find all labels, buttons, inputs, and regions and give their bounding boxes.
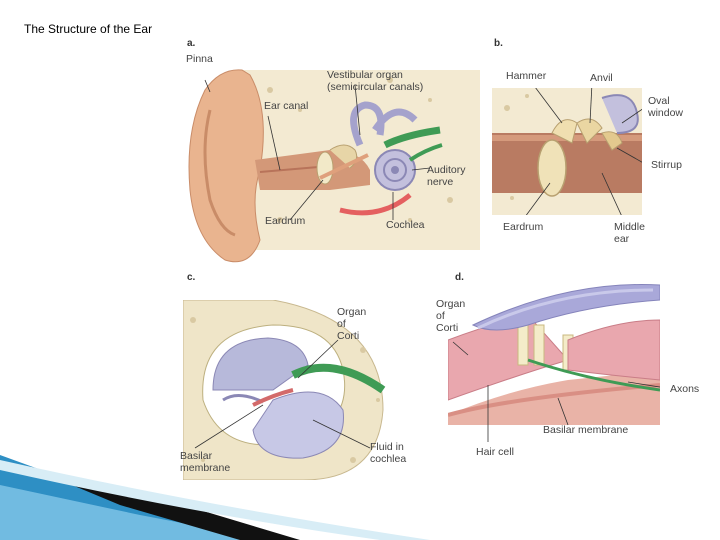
decorative-swoosh — [0, 455, 430, 540]
label-cochlea: Cochlea — [386, 219, 425, 231]
panel-letter-b: b. — [494, 38, 503, 49]
label-stirrup: Stirrup — [651, 159, 682, 171]
label-pinna: Pinna — [186, 53, 213, 65]
label-ear-canal: Ear canal — [264, 100, 309, 112]
label-organ-of-corti-c: Organ of Corti — [337, 306, 367, 342]
label-hair-cell: Hair cell — [476, 446, 514, 458]
label-basilar-membrane-c: Basilar membrane — [180, 450, 231, 474]
label-fluid-in-cochlea: Fluid in cochlea — [370, 441, 407, 465]
slide-title: The Structure of the Ear — [24, 22, 153, 36]
panel-letter-d: d. — [455, 272, 464, 283]
label-anvil: Anvil — [590, 72, 613, 84]
label-oval-window: Oval window — [648, 95, 684, 119]
label-middle-ear: Middle ear — [614, 221, 645, 245]
label-auditory-nerve: Auditory nerve — [427, 164, 466, 188]
label-vestibular-organ: Vestibular organ (semicircular canals) — [327, 69, 424, 93]
label-axons: Axons — [670, 383, 700, 395]
panel-letter-a: a. — [187, 38, 196, 49]
outer-ear-illustration — [188, 69, 480, 263]
panel-letter-c: c. — [187, 272, 196, 283]
cochlea-cross-section-illustration — [183, 300, 386, 480]
middle-ear-illustration — [492, 88, 642, 215]
organ-of-corti-illustration — [448, 284, 660, 442]
label-organ-of-corti-d: Organ of Corti — [436, 298, 466, 334]
label-basilar-membrane-d: Basilar membrane — [543, 424, 629, 436]
label-hammer: Hammer — [506, 70, 547, 82]
label-eardrum-b: Eardrum — [503, 221, 544, 233]
label-eardrum-a: Eardrum — [265, 215, 306, 227]
